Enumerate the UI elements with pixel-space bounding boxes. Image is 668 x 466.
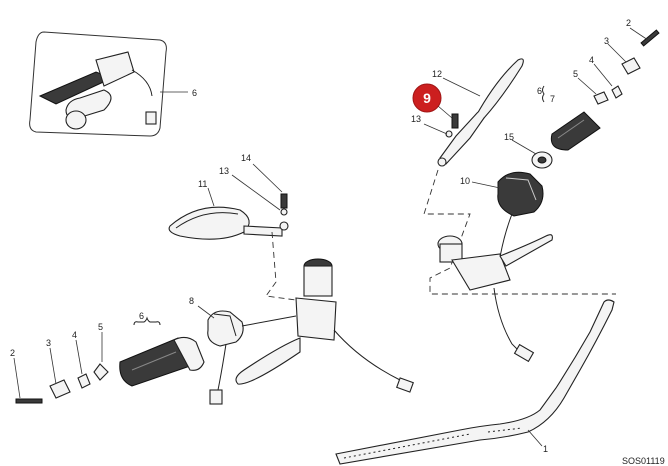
callout-3-left: 3 bbox=[46, 338, 51, 348]
callout-6-right: 6 bbox=[537, 86, 542, 96]
left-switch bbox=[207, 310, 297, 405]
inset-switch bbox=[95, 51, 135, 87]
callout-14: 14 bbox=[241, 153, 251, 163]
right-ring-5 bbox=[593, 91, 609, 105]
left-grip bbox=[119, 336, 205, 387]
right-spacer-4 bbox=[611, 85, 623, 99]
callout-12: 12 bbox=[432, 69, 442, 79]
left-mirror bbox=[168, 206, 289, 240]
callout-4-left: 4 bbox=[72, 330, 77, 340]
drawing-code: SOS01119 bbox=[622, 456, 665, 466]
callout-5-right: 5 bbox=[573, 69, 578, 79]
callout-10: 10 bbox=[460, 176, 470, 186]
right-mirror bbox=[437, 58, 524, 167]
highlight-callout-9: 9 bbox=[412, 83, 453, 119]
right-screw-9 bbox=[451, 113, 459, 129]
left-weight-3 bbox=[49, 379, 71, 399]
callout-11: 11 bbox=[198, 179, 207, 189]
handlebar bbox=[335, 299, 615, 465]
right-switch bbox=[497, 171, 544, 271]
callout-7: 7 bbox=[550, 94, 555, 104]
inset-weight bbox=[65, 110, 87, 130]
inset-panel bbox=[29, 31, 167, 137]
callout-5-left: 5 bbox=[98, 322, 103, 332]
right-grip bbox=[550, 111, 601, 151]
callout-13-left: 13 bbox=[219, 166, 229, 176]
right-master-cylinder bbox=[437, 234, 553, 363]
callout-13-right: 13 bbox=[411, 114, 421, 124]
callout-3-right: 3 bbox=[604, 36, 609, 46]
left-screw-14 bbox=[280, 193, 288, 209]
callout-15: 15 bbox=[504, 132, 514, 142]
right-weight-3 bbox=[621, 57, 641, 75]
callout-4-right: 4 bbox=[589, 55, 594, 65]
right-bolt-2 bbox=[640, 29, 660, 47]
callout-2-right: 2 bbox=[626, 18, 631, 28]
callout-2-left: 2 bbox=[10, 348, 15, 358]
callout-1: 1 bbox=[543, 444, 548, 454]
callout-6-inset: 6 bbox=[192, 88, 197, 98]
left-master-cylinder bbox=[235, 258, 414, 393]
highlight-label: 9 bbox=[423, 90, 431, 106]
right-ring-15 bbox=[531, 151, 553, 169]
callout-8: 8 bbox=[189, 296, 194, 306]
left-ring-5 bbox=[93, 363, 109, 381]
callout-6-left: 6 bbox=[139, 311, 144, 321]
left-washer-13 bbox=[280, 208, 288, 216]
left-bolt-2 bbox=[15, 398, 43, 404]
left-spacer-4 bbox=[77, 373, 91, 389]
